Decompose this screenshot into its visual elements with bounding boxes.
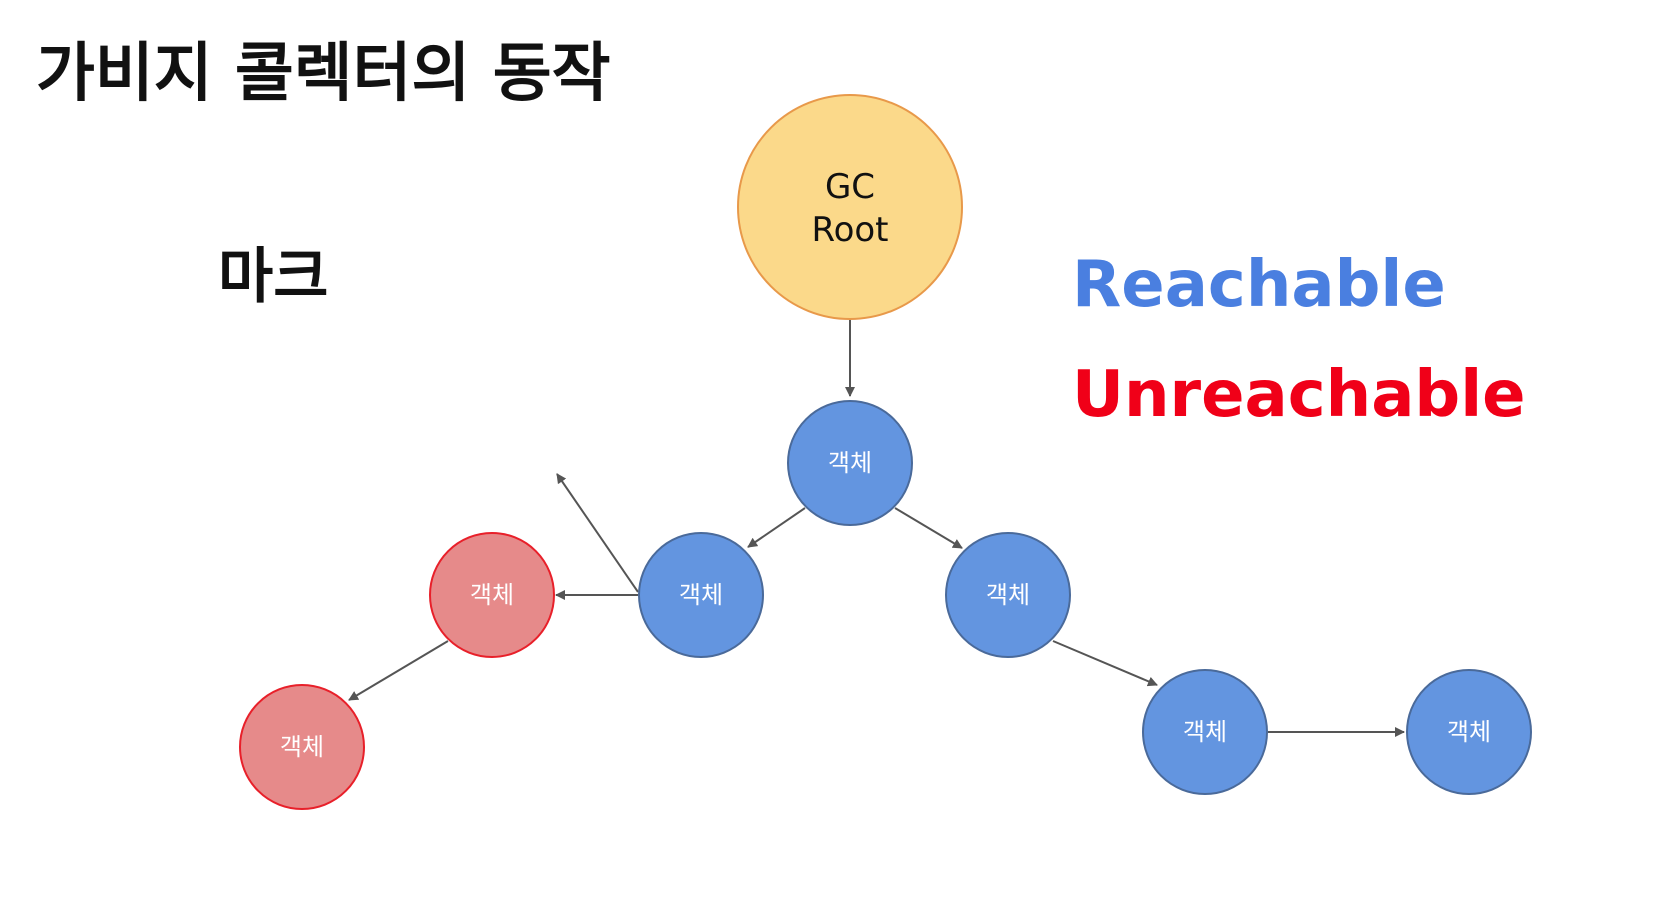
object-label: 객체 bbox=[986, 581, 1030, 609]
edge-object3-to-object4 bbox=[1052, 640, 1158, 687]
object-node-1: 객체 bbox=[787, 400, 913, 526]
edge-object2-to-external bbox=[556, 473, 639, 593]
edge-object1-to-object2 bbox=[747, 507, 806, 548]
legend-reachable: Reachable bbox=[1072, 248, 1446, 322]
edge-object1-to-object3 bbox=[894, 507, 963, 549]
page-title: 가비지 콜렉터의 동작 bbox=[36, 37, 611, 111]
gc-root-node: GC Root bbox=[737, 94, 963, 320]
gc-root-label-line2: Root bbox=[811, 210, 888, 250]
object-label: 객체 bbox=[470, 581, 514, 609]
gc-root-label-line1: GC bbox=[825, 167, 875, 207]
object-node-6-unreachable: 객체 bbox=[429, 532, 555, 658]
object-node-5: 객체 bbox=[1406, 669, 1532, 795]
object-node-3: 객체 bbox=[945, 532, 1071, 658]
object-label: 객체 bbox=[1183, 718, 1227, 746]
object-node-4: 객체 bbox=[1142, 669, 1268, 795]
object-label: 객체 bbox=[280, 733, 324, 761]
phase-label: 마크 bbox=[218, 242, 329, 312]
object-node-7-unreachable: 객체 bbox=[239, 684, 365, 810]
edge-object6-to-object7 bbox=[348, 640, 449, 701]
object-node-2: 객체 bbox=[638, 532, 764, 658]
legend-unreachable: Unreachable bbox=[1072, 358, 1526, 432]
object-label: 객체 bbox=[1447, 718, 1491, 746]
object-label: 객체 bbox=[679, 581, 723, 609]
object-label: 객체 bbox=[828, 449, 872, 477]
